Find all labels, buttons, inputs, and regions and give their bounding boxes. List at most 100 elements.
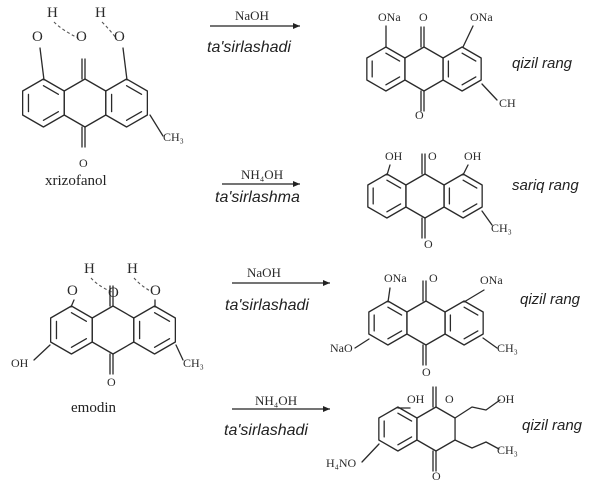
product-3-methyl-bond [482, 337, 498, 349]
chrysophanol-ring-3 [105, 78, 149, 128]
reaction-3-arrow-head [323, 280, 330, 286]
product-2-ring-1-double-2 [386, 203, 402, 213]
reaction-2-reagent: NH₄OH [241, 167, 284, 182]
chrysophanol-o-left-bond [39, 47, 45, 81]
product-2-o-right-bond [462, 164, 469, 176]
product-1-top-mid: O [419, 10, 428, 24]
product-4-ring-1-double-2 [397, 436, 413, 446]
product-2-ring-3-double-3 [462, 179, 478, 189]
emodin-oh-bond [33, 344, 51, 361]
reaction-2-result-color: sariq rang [512, 177, 579, 194]
reaction-4-reagent: NH₄OH [255, 393, 298, 408]
product-3-o-left-bond [387, 287, 391, 303]
reaction-1-result-color: qizil rang [512, 55, 573, 72]
product-3-top-mid: O [429, 271, 438, 285]
product-2-top-right: OH [464, 149, 482, 163]
product-3-o-keto: O [422, 365, 431, 379]
product-1-ring-3-double-3 [461, 52, 477, 62]
product-1-ring-1-double-3 [385, 52, 401, 62]
chrysophanol-h-mid: H [95, 5, 106, 21]
product-3-ring-sub: CH₃ [497, 341, 518, 355]
reaction-1-condition: ta'sirlashadi [207, 39, 291, 56]
product-2-o-left-bond [386, 164, 391, 176]
reaction-3-reagent: NaOH [247, 265, 281, 280]
chrysophanol-hbond-2 [101, 21, 117, 39]
product-2-top-left: OH [385, 149, 403, 163]
product-4-ring-1-double-3 [397, 412, 413, 422]
product-2-methyl-bond [481, 210, 493, 226]
product-4-vinyl-bottom [454, 439, 500, 450]
product-3-top-right: ONa [480, 273, 503, 287]
reaction-4-arrow-head [323, 406, 330, 412]
emodin-ring-1-double-2 [70, 337, 88, 348]
product-4-top-mid: O [445, 392, 454, 406]
product-1-ch-bond [481, 83, 498, 101]
product-4-left-sub: H₄NO [326, 456, 357, 470]
emodin-ring-3-double-2 [153, 337, 171, 348]
product-1-top-right: ONa [470, 10, 493, 24]
emodin-hbond-1 [90, 277, 113, 293]
product-3-left-sub: NaO [330, 341, 353, 355]
product-3-o-right-bond [463, 289, 485, 303]
chrysophanol-methyl: CH₃ [163, 130, 184, 144]
emodin-ring-3-double-3 [153, 312, 171, 323]
product-1-ring-2 [404, 46, 444, 92]
reaction-4-condition: ta'sirlashadi [224, 422, 308, 439]
emodin-name: emodin [71, 400, 116, 416]
product-4-ring-2 [416, 406, 456, 452]
emodin-o-right: O [150, 283, 161, 299]
product-2-ring-3 [443, 173, 483, 219]
reaction-1-arrow-head [293, 23, 300, 29]
chrysophanol-ring-1-double-2 [42, 110, 60, 121]
product-2-ring-2 [405, 173, 445, 219]
emodin-methyl-bond [175, 344, 184, 361]
reaction-3-condition: ta'sirlashadi [225, 297, 309, 314]
product-3-ring-1-double-2 [387, 330, 403, 340]
product-4-o-keto: O [432, 469, 441, 483]
product-2-ring-3-double-2 [462, 203, 478, 213]
chrysophanol-ring-3-double-3 [125, 85, 143, 96]
product-2-top-mid: O [428, 149, 437, 163]
product-1-ring-sub: CH [499, 96, 516, 110]
reaction-3-result-color: qizil rang [520, 291, 581, 308]
product-2-o-keto: O [424, 237, 433, 251]
product-4-vinyl-top [454, 399, 501, 419]
chrysophanol-name: xrizofanol [45, 173, 107, 189]
emodin-o-left-bond [70, 299, 75, 308]
reaction-1-reagent: NaOH [235, 8, 269, 23]
product-4-top-right: OH [497, 392, 515, 406]
emodin-hbond-2 [133, 277, 153, 293]
chrysophanol-o-left: O [32, 29, 43, 45]
chrysophanol-ring-2 [63, 78, 107, 128]
product-1-ring-3 [442, 46, 482, 92]
product-1-o-keto: O [415, 108, 424, 122]
emodin-h-left: H [84, 261, 95, 277]
chrysophanol-hbond-1 [53, 21, 79, 39]
chrysophanol-h-left: H [47, 5, 58, 21]
chrysophanol-ring-3-double-2 [125, 110, 143, 121]
emodin-ring-1-double-3 [70, 312, 88, 323]
chrysophanol-methyl-bond [149, 114, 164, 137]
chrysophanol-ring-1-double-3 [42, 85, 60, 96]
product-2-ring-1-double-3 [386, 179, 402, 189]
product-2-ring-sub: CH₃ [491, 221, 512, 235]
chrysophanol-o-right-bond [122, 47, 128, 81]
chrysophanol-o-right: O [114, 29, 125, 45]
product-3-ring-3 [444, 300, 484, 346]
reaction-2-arrow-head [293, 181, 300, 187]
emodin-ring-3 [133, 305, 177, 355]
emodin-h-mid: H [127, 261, 138, 277]
emodin-o-mid: O [108, 285, 119, 301]
product-4-top-left: OH [407, 392, 425, 406]
product-3-ring-3-double-3 [463, 306, 479, 316]
emodin-methyl: CH₃ [183, 356, 204, 370]
chrysophanol-o-mid: O [76, 29, 87, 45]
product-4-ring-sub: CH₃ [497, 443, 518, 457]
product-1-top-left: ONa [378, 10, 401, 24]
chrysophanol-o-keto: O [79, 156, 88, 170]
emodin-oh: OH [11, 356, 29, 370]
product-1-o-right-bond [462, 25, 474, 48]
product-1-ring-3-double-2 [461, 76, 477, 86]
